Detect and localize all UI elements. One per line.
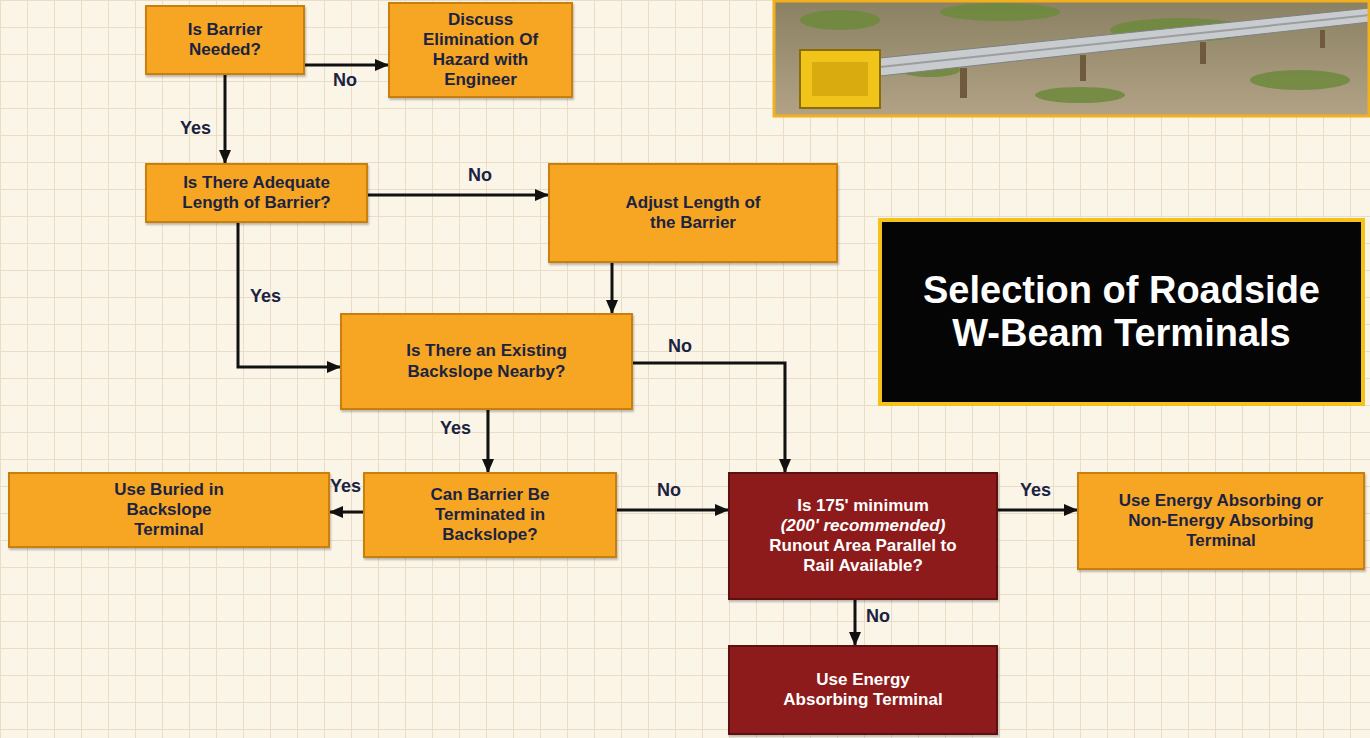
- node-text: Discuss Elimination Of Hazard with Engin…: [400, 10, 561, 90]
- flow-arrow: [330, 511, 363, 514]
- diagram-title: Selection of Roadside W-Beam Terminals: [922, 269, 1321, 354]
- edge-label: Yes: [440, 418, 471, 439]
- edge-label: No: [668, 336, 692, 357]
- flow-arrow: [305, 64, 388, 67]
- flow-arrow: [854, 600, 857, 645]
- result-box: Use Energy Absorbing or Non-Energy Absor…: [1077, 472, 1365, 570]
- node-text: Runout Area Parallel to Rail Available?: [758, 536, 968, 576]
- decision-box: Can Barrier Be Terminated in Backslope?: [363, 472, 617, 558]
- node-text: Use Energy Absorbing Terminal: [773, 670, 953, 710]
- flow-arrow: [238, 223, 340, 367]
- flow-arrow: [368, 194, 548, 197]
- decision-box: Is 175' minimum(200' recommended)Runout …: [728, 472, 998, 600]
- edge-label: Yes: [330, 476, 361, 497]
- edge-label: Yes: [1020, 480, 1051, 501]
- flow-arrow: [487, 410, 490, 472]
- node-text: Is 175' minimum: [797, 496, 929, 516]
- flow-arrow: [998, 509, 1077, 512]
- node-text: (200' recommended): [781, 516, 946, 536]
- edge-label: No: [866, 606, 890, 627]
- node-text: Is Barrier Needed?: [160, 20, 290, 60]
- flow-arrow: [611, 263, 614, 313]
- node-text: Adjust Length of the Barrier: [618, 193, 768, 233]
- flow-arrow: [633, 363, 785, 472]
- result-box: Use Buried in Backslope Terminal: [8, 472, 330, 548]
- node-text: Use Energy Absorbing or Non-Energy Absor…: [1116, 491, 1326, 551]
- node-text: Is There an Existing Backslope Nearby?: [402, 341, 572, 381]
- decision-box: Is There Adequate Length of Barrier?: [145, 163, 368, 223]
- title-box: Selection of Roadside W-Beam Terminals: [878, 218, 1365, 406]
- node-text: Use Buried in Backslope Terminal: [94, 480, 244, 540]
- edge-label: Yes: [250, 286, 281, 307]
- flow-arrow: [224, 75, 227, 163]
- edge-label: No: [468, 165, 492, 186]
- edge-label: Yes: [180, 118, 211, 139]
- edge-label: No: [657, 480, 681, 501]
- result-box: Use Energy Absorbing Terminal: [728, 645, 998, 735]
- flow-arrow: [617, 509, 728, 512]
- node-text: Is There Adequate Length of Barrier?: [157, 173, 356, 213]
- decision-box: Is There an Existing Backslope Nearby?: [340, 313, 633, 410]
- decision-box: Is Barrier Needed?: [145, 5, 305, 75]
- action-box: Discuss Elimination Of Hazard with Engin…: [388, 2, 573, 98]
- node-text: Can Barrier Be Terminated in Backslope?: [420, 485, 560, 545]
- edge-label: No: [333, 70, 357, 91]
- action-box: Adjust Length of the Barrier: [548, 163, 838, 263]
